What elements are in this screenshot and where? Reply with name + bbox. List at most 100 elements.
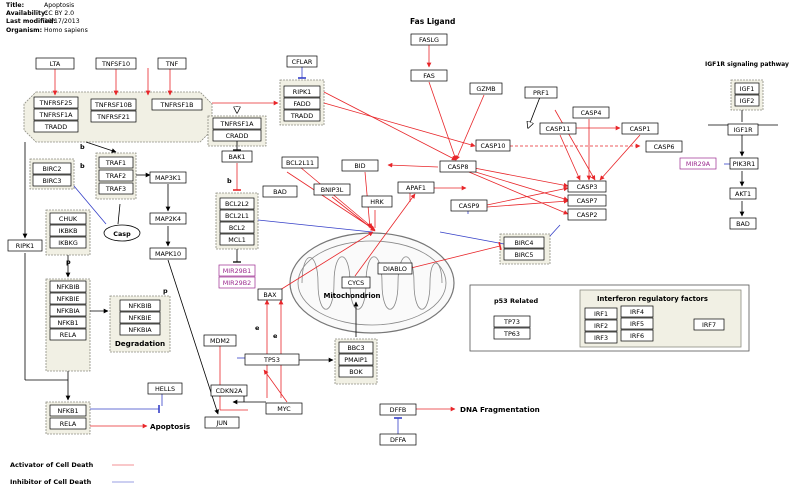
gene-node-map3k1[interactable]: MAP3K1 — [149, 171, 187, 184]
gene-label: BCL2L2 — [225, 200, 249, 208]
gene-node-casp8[interactable]: CASP8 — [439, 160, 477, 173]
gene-node-tp53[interactable]: TP53 — [244, 353, 300, 366]
gene-node-tnfrsf21[interactable]: TNFRSF21 — [90, 110, 137, 123]
gene-node-mdm2[interactable]: MDM2 — [203, 334, 237, 347]
gene-node-gzmb[interactable]: GZMB — [469, 82, 503, 95]
gene-node-tp73[interactable]: TP73 — [493, 315, 531, 328]
gene-node-casp11[interactable]: CASP11 — [539, 122, 577, 135]
gene-node-traf2[interactable]: TRAF2 — [98, 169, 134, 182]
gene-node-tradd[interactable]: TRADD — [33, 120, 79, 133]
gene-node-bok[interactable]: BOK — [338, 365, 374, 378]
gene-node-bax[interactable]: BAX — [257, 288, 283, 301]
gene-node-akt1[interactable]: AKT1 — [729, 187, 757, 200]
gene-node-tnfrsf1a-2[interactable]: TNFRSF1A — [212, 117, 262, 130]
gene-node-nfkbib-2[interactable]: NFKBIB — [119, 299, 161, 312]
gene-node-mir29b2[interactable]: MIR29B2 — [218, 276, 256, 289]
gene-node-tradd-2[interactable]: TRADD — [283, 109, 321, 122]
gene-label: CASP4 — [581, 109, 602, 117]
gene-node-nfkb1[interactable]: NFKB1 — [49, 316, 87, 329]
gene-node-bad-2[interactable]: BAD — [729, 217, 757, 230]
gene-node-nfkb1-2[interactable]: NFKB1 — [49, 404, 87, 417]
gene-node-irf3[interactable]: IRF3 — [584, 331, 618, 344]
casp-node[interactable]: Casp — [103, 224, 141, 242]
gene-node-birc2[interactable]: BIRC2 — [32, 162, 72, 175]
gene-node-pik3r1[interactable]: PIK3R1 — [729, 157, 759, 170]
gene-node-myc[interactable]: MYC — [265, 402, 303, 415]
gene-node-hrk[interactable]: HRK — [361, 195, 393, 208]
gene-node-nfkbia[interactable]: NFKBIA — [49, 304, 87, 317]
gene-node-casp2[interactable]: CASP2 — [567, 208, 607, 221]
gene-node-fadd[interactable]: FADD — [283, 97, 321, 110]
gene-node-rela[interactable]: RELA — [49, 328, 87, 341]
gene-node-dffb[interactable]: DFFB — [379, 403, 417, 416]
gene-node-lta[interactable]: LTA — [35, 57, 75, 70]
gene-node-bcl2l11[interactable]: BCL2L11 — [281, 156, 319, 169]
gene-node-bcl2l1[interactable]: BCL2L1 — [219, 209, 255, 222]
gene-node-bad[interactable]: BAD — [262, 185, 298, 198]
gene-node-tnfrsf25[interactable]: TNFRSF25 — [33, 96, 79, 109]
gene-node-nfkbie[interactable]: NFKBIE — [49, 292, 87, 305]
gene-node-jun[interactable]: JUN — [204, 416, 240, 429]
gene-node-birc4[interactable]: BIRC4 — [503, 236, 545, 249]
gene-node-casp9[interactable]: CASP9 — [450, 199, 488, 212]
gene-node-diablo[interactable]: DIABLO — [377, 262, 413, 275]
gene-node-igf1[interactable]: IGF1 — [734, 82, 760, 95]
gene-node-mapk10[interactable]: MAPK10 — [149, 247, 187, 260]
gene-node-bak1[interactable]: BAK1 — [221, 150, 253, 163]
gene-node-irf5[interactable]: IRF5 — [620, 317, 654, 330]
gene-node-ikbkb[interactable]: IKBKB — [49, 224, 87, 237]
gene-node-tnfrsf10b[interactable]: TNFRSF10B — [90, 98, 137, 111]
gene-node-map2k4[interactable]: MAP2K4 — [149, 212, 187, 225]
gene-node-traf3[interactable]: TRAF3 — [98, 182, 134, 195]
gene-node-faslg[interactable]: FASLG — [410, 33, 448, 46]
gene-node-casp10[interactable]: CASP10 — [475, 139, 511, 152]
gene-node-dffa[interactable]: DFFA — [379, 433, 417, 446]
gene-node-casp4[interactable]: CASP4 — [572, 106, 610, 119]
gene-node-hells[interactable]: HELLS — [147, 382, 183, 395]
gene-node-nfkbia-2[interactable]: NFKBIA — [119, 323, 161, 336]
gene-node-prf1[interactable]: PRF1 — [524, 86, 558, 99]
gene-node-tnfsf10[interactable]: TNFSF10 — [95, 57, 137, 70]
gene-node-cflar[interactable]: CFLAR — [286, 55, 318, 68]
gene-node-casp6[interactable]: CASP6 — [645, 140, 683, 153]
gene-node-tnfrsf1b[interactable]: TNFRSF1B — [151, 98, 203, 111]
gene-node-mir29b1[interactable]: MIR29B1 — [218, 264, 256, 277]
gene-node-birc3[interactable]: BIRC3 — [32, 174, 72, 187]
gene-node-nfkbib[interactable]: NFKBIB — [49, 280, 87, 293]
gene-node-tnfrsf1a[interactable]: TNFRSF1A — [33, 108, 79, 121]
gene-node-bcl2l2[interactable]: BCL2L2 — [219, 197, 255, 210]
gene-node-irf7[interactable]: IRF7 — [693, 318, 725, 331]
gene-node-mcl1[interactable]: MCL1 — [219, 233, 255, 246]
gene-node-cradd[interactable]: CRADD — [212, 129, 262, 142]
gene-node-irf2[interactable]: IRF2 — [584, 319, 618, 332]
gene-node-igf2[interactable]: IGF2 — [734, 94, 760, 107]
gene-node-bcl2[interactable]: BCL2 — [219, 221, 255, 234]
gene-node-rela-2[interactable]: RELA — [49, 417, 87, 430]
gene-node-casp3[interactable]: CASP3 — [567, 180, 607, 193]
gene-node-nfkbie-2[interactable]: NFKBIE — [119, 311, 161, 324]
gene-node-irf4[interactable]: IRF4 — [620, 305, 654, 318]
gene-label: BAK1 — [228, 153, 245, 161]
gene-node-casp7[interactable]: CASP7 — [567, 194, 607, 207]
gene-node-fas[interactable]: FAS — [410, 69, 448, 82]
gene-node-tp63[interactable]: TP63 — [493, 327, 531, 340]
gene-node-chuk[interactable]: CHUK — [49, 212, 87, 225]
gene-node-bnip3l[interactable]: BNIP3L — [313, 183, 351, 196]
gene-node-igf1r[interactable]: IGF1R — [727, 123, 759, 136]
gene-node-pmaip1[interactable]: PMAIP1 — [338, 353, 374, 366]
gene-node-bbc3[interactable]: BBC3 — [338, 341, 374, 354]
gene-node-bid[interactable]: BID — [341, 159, 379, 172]
gene-node-apaf1[interactable]: APAF1 — [397, 181, 435, 194]
gene-node-mir29a[interactable]: MIR29A — [679, 157, 717, 170]
gene-node-irf6[interactable]: IRF6 — [620, 329, 654, 342]
gene-node-birc5[interactable]: BIRC5 — [503, 248, 545, 261]
gene-node-cdkn2a[interactable]: CDKN2A — [210, 384, 248, 397]
gene-node-ripk1[interactable]: RIPK1 — [283, 85, 321, 98]
gene-node-casp1[interactable]: CASP1 — [621, 122, 659, 135]
gene-node-irf1[interactable]: IRF1 — [584, 307, 618, 320]
gene-node-tnf[interactable]: TNF — [157, 57, 187, 70]
gene-node-ripk1-2[interactable]: RIPK1 — [7, 239, 43, 252]
gene-node-traf1[interactable]: TRAF1 — [98, 156, 134, 169]
gene-node-ikbkg[interactable]: IKBKG — [49, 236, 87, 249]
gene-node-cycs[interactable]: CYCS — [341, 276, 371, 289]
